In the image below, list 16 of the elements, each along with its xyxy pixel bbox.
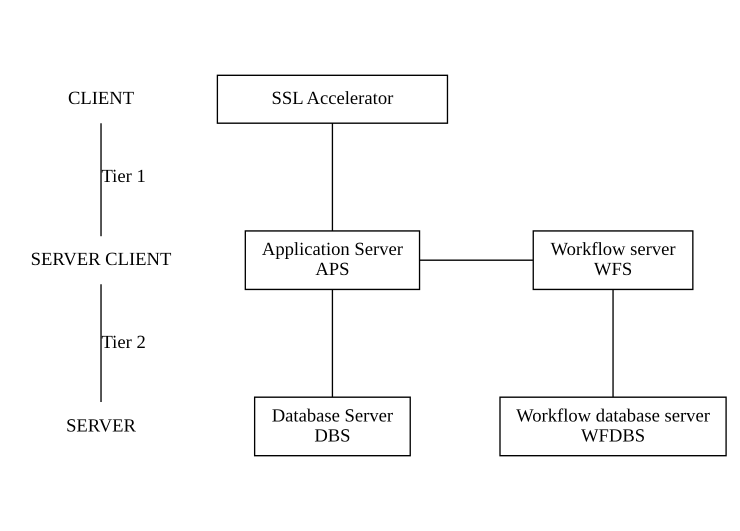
edge-label: Tier 1 <box>101 166 146 187</box>
connector <box>100 284 102 402</box>
node-box: Database Server DBS <box>254 396 411 456</box>
node-box: SSL Accelerator <box>216 74 448 124</box>
node-text: CLIENT <box>68 88 134 110</box>
node-text: SERVER CLIENT <box>30 249 172 270</box>
connector <box>420 260 533 261</box>
edge-label: Tier 2 <box>101 332 146 354</box>
node-box: Workflow server WFS <box>532 230 694 290</box>
connector <box>100 123 102 236</box>
node-box: Workflow database server WFDBS <box>499 396 727 456</box>
connector <box>612 290 614 397</box>
node-box: Application Server APS <box>244 230 420 290</box>
connector <box>332 290 334 397</box>
node-text: SERVER <box>66 415 136 436</box>
connector <box>332 123 334 231</box>
